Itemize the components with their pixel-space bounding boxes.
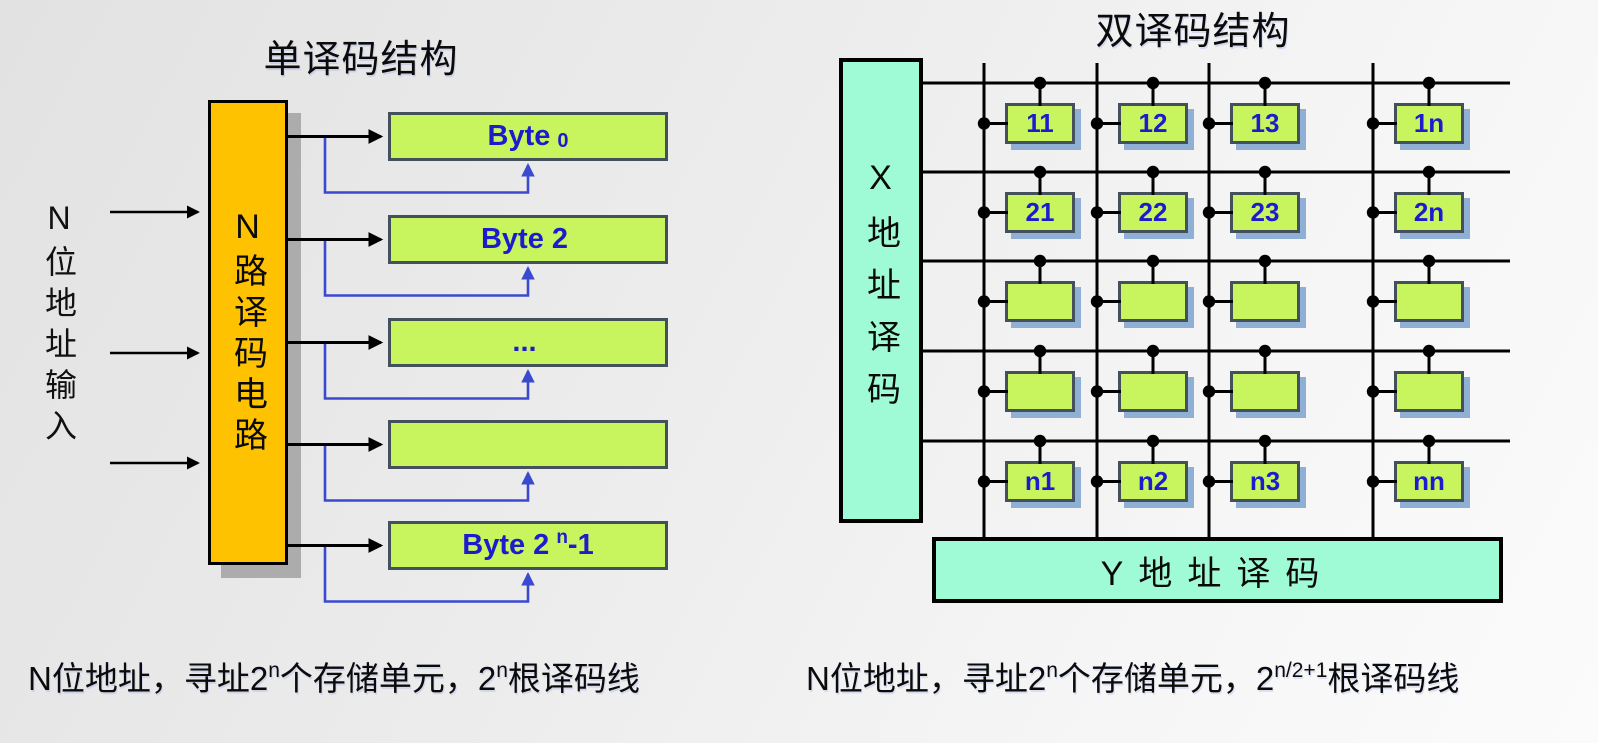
right-caption: N位地址，寻址2n个存储单元，2n/2+1根译码线 (806, 652, 1459, 700)
memory-cell-r1-c3: 13 (1230, 103, 1300, 144)
right-caption-sup: n (1046, 659, 1058, 682)
byte-box-3 (388, 420, 668, 469)
memory-cell-r2-c1: 21 (1005, 192, 1075, 233)
memory-cell-r2-c2: 22 (1118, 192, 1188, 233)
memory-cell-r4-c4 (1394, 371, 1464, 412)
memory-cell-r1-c1: 11 (1005, 103, 1075, 144)
x-address-decoder-box: X地址译码 (839, 58, 923, 523)
memory-cell-r5-c3: n3 (1230, 461, 1300, 502)
memory-cell-r4-c1 (1005, 371, 1075, 412)
memory-cell-r5-c2: n2 (1118, 461, 1188, 502)
right-diagram-title: 双译码结构 (1095, 11, 1291, 53)
memory-cell-r5-c1: n1 (1005, 461, 1075, 502)
right-caption-part: 根译码线 (1327, 660, 1460, 697)
byte-box-2: ... (388, 318, 668, 367)
memory-cell-r5-c4: nn (1394, 461, 1464, 502)
byte-box-label: Byte 2 (480, 223, 569, 255)
left-caption-sup: n (496, 659, 508, 682)
memory-cell-r4-c3 (1230, 371, 1300, 412)
memory-cell-r3-c2 (1118, 281, 1188, 322)
n-way-decoder-box: N路译码电路 (208, 100, 288, 565)
left-caption: N位地址，寻址2n个存储单元，2n根译码线 (28, 652, 640, 700)
left-caption-sup: n (268, 659, 280, 682)
memory-cell-r4-c2 (1118, 371, 1188, 412)
y-address-decoder-box: Y地址译码 (932, 537, 1503, 603)
memory-cell-r2-c4: 2n (1394, 192, 1464, 233)
right-caption-part: 个存储单元，2 (1057, 660, 1275, 697)
memory-cell-r1-c2: 12 (1118, 103, 1188, 144)
right-caption-part: N位地址，寻址2 (806, 660, 1047, 697)
left-caption-part: N位地址，寻址2 (28, 660, 269, 697)
byte-box-label: ... (512, 326, 537, 358)
address-input-label: N位地址输入 (41, 200, 77, 450)
n-way-decoder-label: N路译码电路 (228, 207, 267, 458)
memory-cell-r1-c4: 1n (1394, 103, 1464, 144)
left-diagram-title: 单译码结构 (263, 39, 459, 81)
byte-box-label (525, 428, 532, 461)
left-caption-part: 根译码线 (507, 660, 640, 697)
memory-cell-r3-c4 (1394, 281, 1464, 322)
right-caption-sup: n/2+1 (1274, 659, 1328, 682)
byte-box-1: Byte 2 (388, 215, 668, 264)
left-caption-part: 个存储单元，2 (279, 660, 497, 697)
memory-cell-r2-c3: 23 (1230, 192, 1300, 233)
memory-cell-r3-c1 (1005, 281, 1075, 322)
x-address-decoder-label: X地址译码 (861, 158, 900, 423)
memory-cell-r3-c3 (1230, 281, 1300, 322)
y-address-decoder-label: Y地址译码 (1100, 554, 1335, 593)
